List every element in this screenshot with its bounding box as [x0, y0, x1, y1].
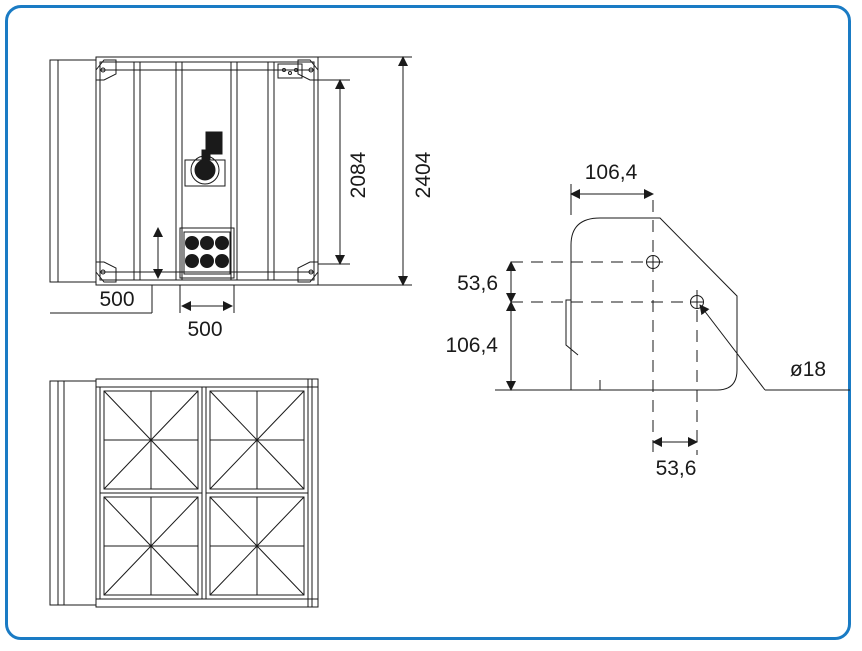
top-view — [49, 56, 319, 313]
dim-2084: 2084 — [347, 151, 370, 198]
dim-500-bottom: 500 — [187, 318, 222, 341]
dim-bracket-width-bottom: 53,6 — [656, 457, 697, 480]
dim-2404: 2404 — [412, 151, 435, 198]
top-view-dimensions — [50, 56, 412, 314]
dim-bracket-width-top: 106,4 — [585, 161, 638, 184]
front-view — [49, 378, 319, 608]
dim-500-left: 500 — [99, 288, 134, 311]
drawing-frame — [5, 5, 851, 640]
dim-bracket-height-large: 106,4 — [445, 334, 498, 357]
dim-bracket-height-small: 53,6 — [457, 272, 498, 295]
bracket-detail — [495, 184, 850, 455]
dim-hole-diameter: ø18 — [790, 358, 826, 381]
